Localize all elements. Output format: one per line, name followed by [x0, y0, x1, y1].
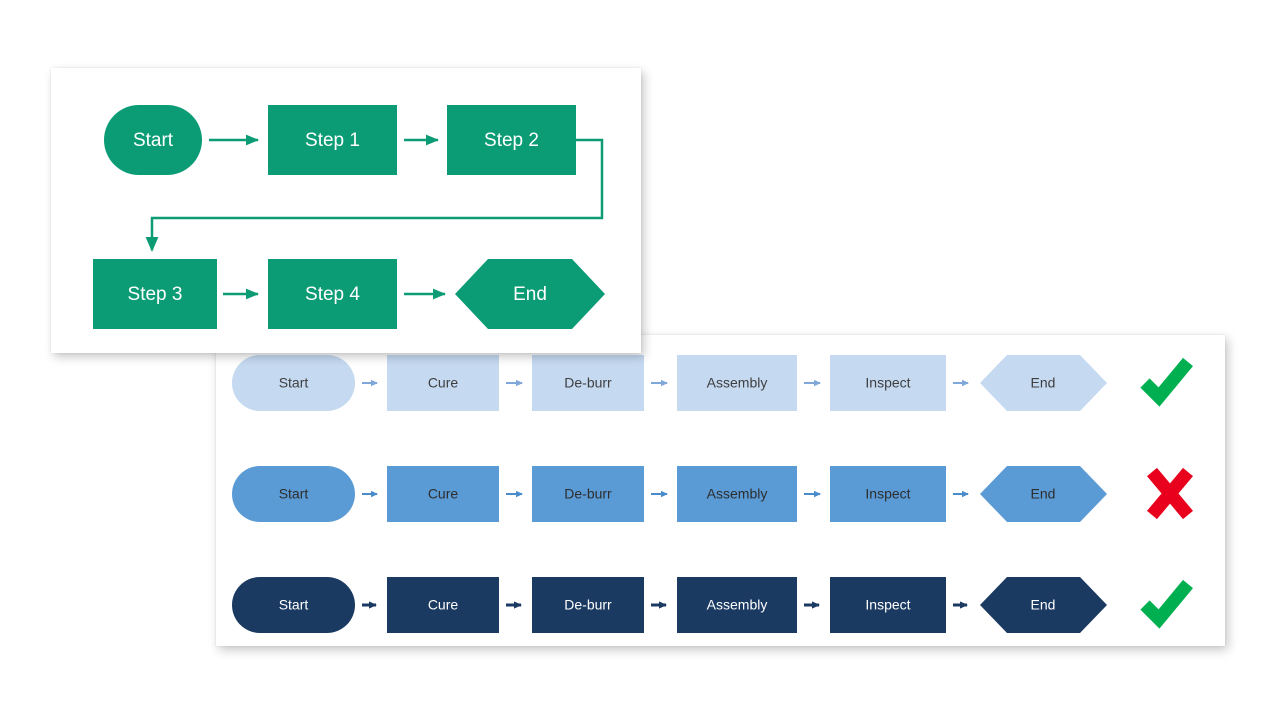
node-deburr-medium-label: De-burr: [564, 486, 612, 502]
node-step1[interactable]: [268, 105, 397, 175]
node-cure-light-label: Cure: [428, 375, 459, 391]
node-inspect-medium[interactable]: [830, 466, 946, 522]
node-assembly-light-label: Assembly: [707, 375, 768, 391]
node-start-dark[interactable]: [232, 577, 355, 633]
node-end-label: End: [513, 284, 547, 305]
node-step3[interactable]: [93, 259, 217, 329]
node-start-label: Start: [133, 130, 174, 151]
node-end-light[interactable]: [980, 355, 1107, 411]
node-assembly-medium-label: Assembly: [707, 486, 768, 502]
connector-step2-step3: [145, 138, 604, 252]
node-start-light-label: Start: [279, 375, 309, 391]
node-deburr-medium[interactable]: [532, 466, 644, 522]
node-start-light[interactable]: [232, 355, 355, 411]
node-assembly-medium[interactable]: [677, 466, 797, 522]
verdict-cross-icon-medium: [1147, 467, 1193, 520]
blue-flowchart-canvas: Start Cure De-burr Assembly Inspect End …: [232, 355, 1194, 633]
node-end-dark-label: End: [1031, 597, 1056, 613]
node-deburr-light-label: De-burr: [564, 375, 612, 391]
node-cure-dark-label: Cure: [428, 597, 459, 613]
node-cure-dark[interactable]: [387, 577, 499, 633]
node-deburr-light[interactable]: [532, 355, 644, 411]
row-light: Start Cure De-burr Assembly Inspect End: [232, 355, 1194, 411]
node-end-light-label: End: [1031, 375, 1056, 391]
node-end[interactable]: [455, 259, 605, 329]
node-inspect-medium-label: Inspect: [865, 486, 910, 502]
node-deburr-dark-label: De-burr: [564, 597, 612, 613]
node-step3-label: Step 3: [128, 284, 183, 305]
node-inspect-dark[interactable]: [830, 577, 946, 633]
node-start-dark-label: Start: [279, 597, 309, 613]
node-start-medium[interactable]: [232, 466, 355, 522]
node-assembly-dark-label: Assembly: [707, 597, 768, 613]
verdict-check-icon-dark: [1140, 579, 1194, 629]
node-assembly-light[interactable]: [677, 355, 797, 411]
row-dark: Start Cure De-burr Assembly Inspect End: [232, 577, 1194, 633]
node-inspect-dark-label: Inspect: [865, 597, 910, 613]
node-cure-medium-label: Cure: [428, 486, 459, 502]
node-step4[interactable]: [268, 259, 397, 329]
node-inspect-light-label: Inspect: [865, 375, 910, 391]
node-start[interactable]: [104, 105, 202, 175]
node-cure-light[interactable]: [387, 355, 499, 411]
node-step1-label: Step 1: [305, 130, 360, 151]
node-inspect-light[interactable]: [830, 355, 946, 411]
green-flowchart-panel: Start Step 1 Step 2 Step 3 Step 4 End: [51, 68, 641, 353]
node-end-medium-label: End: [1031, 486, 1056, 502]
node-assembly-dark[interactable]: [677, 577, 797, 633]
blue-flowchart-panel: Start Cure De-burr Assembly Inspect End …: [216, 335, 1225, 646]
green-flowchart-canvas: Start Step 1 Step 2 Step 3 Step 4 End: [93, 105, 605, 329]
row-medium: Start Cure De-burr Assembly Inspect End: [232, 466, 1193, 522]
node-start-medium-label: Start: [279, 486, 309, 502]
node-cure-medium[interactable]: [387, 466, 499, 522]
node-end-medium[interactable]: [980, 466, 1107, 522]
node-step2-label: Step 2: [484, 130, 539, 151]
node-step4-label: Step 4: [305, 284, 360, 305]
node-step2[interactable]: [447, 105, 576, 175]
verdict-check-icon-light: [1140, 357, 1194, 407]
node-deburr-dark[interactable]: [532, 577, 644, 633]
node-end-dark[interactable]: [980, 577, 1107, 633]
